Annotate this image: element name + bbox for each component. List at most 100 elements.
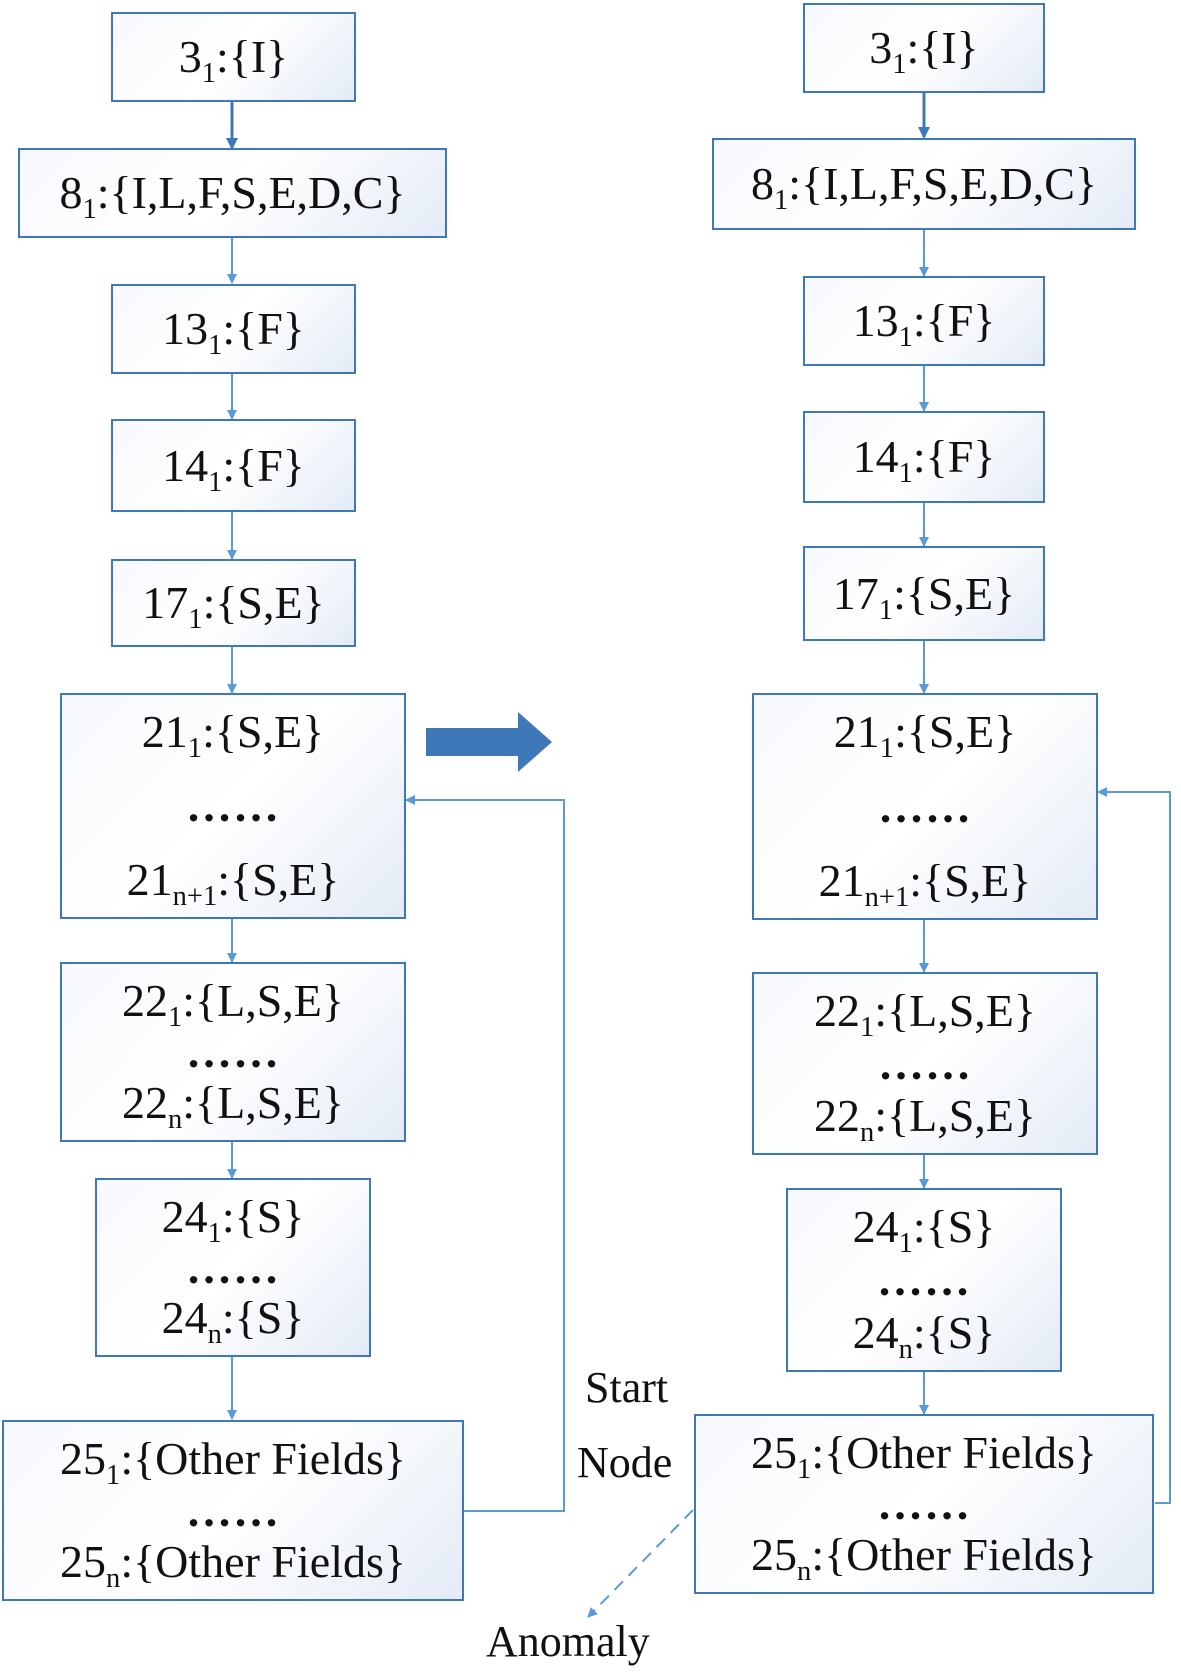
ellipsis: ……: [186, 1484, 280, 1536]
node-number: 14: [852, 431, 899, 482]
node-field-set: :{L,S,E}: [182, 975, 344, 1026]
node-number: 22: [814, 1090, 860, 1141]
node-label: 21n+1:{S,E}: [126, 854, 340, 911]
left-loop-arrow-25-to-21: [405, 795, 565, 1512]
node-field-set: :{L,S,E}: [874, 1090, 1036, 1141]
ellipsis: ……: [186, 1026, 280, 1078]
node-label: 81:{I,L,F,S,E,D,C}: [59, 167, 406, 224]
node-number: 8: [59, 167, 83, 218]
node-number: 8: [750, 158, 774, 209]
left-node-21: 211:{S,E}……21n+1:{S,E}: [60, 693, 406, 919]
node-label: 211:{S,E}: [142, 706, 325, 763]
node-field-set: :{S,E}: [909, 855, 1032, 906]
node-label: 251:{Other Fields}: [751, 1427, 1097, 1484]
ellipsis: ……: [878, 1037, 972, 1089]
node-field-set: :{S,E}: [894, 706, 1017, 757]
node-subscript: 1: [773, 184, 789, 216]
node-field-set: :{Other Fields}: [811, 1427, 1097, 1478]
node-subscript: 1: [208, 329, 223, 361]
node-label: 141:{F}: [162, 439, 305, 496]
node-subscript: 1: [860, 1011, 875, 1043]
node-subscript: 1: [187, 732, 203, 764]
node-number: 24: [852, 1307, 899, 1358]
node-number: 21: [833, 706, 880, 757]
node-label: 131:{F}: [852, 295, 996, 352]
left-node-13: 131:{F}: [111, 284, 356, 374]
node-field-set: :{L,S,E}: [182, 1077, 344, 1128]
node-field-set: :{S}: [221, 1292, 305, 1343]
node-label: 251:{Other Fields}: [60, 1433, 406, 1490]
node-subscript: 1: [208, 466, 223, 498]
left-node-3: 31:{I}: [111, 12, 356, 102]
node-field-set: :{I,L,F,S,E,D,C}: [96, 167, 406, 218]
node-label: 21n+1:{S,E}: [819, 855, 1032, 912]
node-field-set: :{S,E}: [202, 706, 325, 757]
right-node-24: 241:{S}……24n:{S}: [786, 1188, 1062, 1372]
node-subscript: n: [898, 1333, 913, 1365]
node-field-set: :{Other Fields}: [120, 1433, 406, 1484]
right-node-21: 211:{S,E}……21n+1:{S,E}: [752, 693, 1098, 920]
node-subscript: n: [797, 1555, 812, 1587]
node-subscript: 1: [892, 48, 907, 80]
node-number: 22: [122, 1077, 168, 1128]
ellipsis: ……: [877, 1254, 971, 1306]
node-field-set: :{S}: [912, 1201, 996, 1252]
node-subscript: 1: [207, 1217, 222, 1249]
node-field-set: :{F}: [222, 439, 305, 491]
left-node-25: 251:{Other Fields}……25n:{Other Fields}: [2, 1420, 464, 1601]
node-field-set: :{S,E}: [893, 567, 1016, 619]
node-label: 31:{I}: [869, 22, 979, 79]
node-label: 241:{S}: [852, 1201, 996, 1258]
node-label: 81:{I,L,F,S,E,D,C}: [750, 158, 1098, 215]
node-number: 22: [814, 985, 860, 1036]
node-label: 171:{S,E}: [833, 567, 1016, 624]
node-field-set: :{I}: [906, 22, 979, 73]
node-subscript: 1: [106, 1459, 121, 1491]
node-number: 14: [162, 439, 209, 491]
right-node-13: 131:{F}: [803, 276, 1045, 366]
node-number: 25: [751, 1427, 798, 1478]
node-field-set: :{S,E}: [202, 577, 325, 628]
node-field-set: :{I,L,F,S,E,D,C}: [788, 158, 1098, 209]
node-field-set: :{Other Fields}: [120, 1536, 406, 1587]
node-subscript: 1: [201, 57, 216, 89]
ellipsis: ……: [877, 1478, 971, 1530]
node-subscript: 1: [879, 732, 895, 764]
node-field-set: :{F}: [222, 303, 305, 354]
node-subscript: 1: [898, 1227, 913, 1259]
node-number: 13: [852, 295, 899, 346]
node-label: 24n:{S}: [161, 1292, 305, 1349]
ellipsis: ……: [878, 780, 972, 832]
node-subscript: 1: [898, 321, 913, 353]
node-label: 25n:{Other Fields}: [60, 1536, 406, 1593]
transform-arrow-icon: [426, 712, 552, 772]
node-field-set: :{S}: [221, 1191, 305, 1242]
right-node-25: 251:{Other Fields}……25n:{Other Fields}: [694, 1414, 1154, 1594]
left-node-17: 171:{S,E}: [111, 559, 356, 647]
left-node-22: 221:{L,S,E}……22n:{L,S,E}: [60, 962, 406, 1142]
right-node-8: 81:{I,L,F,S,E,D,C}: [712, 138, 1136, 230]
node-subscript: n: [168, 1103, 183, 1135]
node-number: 21: [126, 854, 173, 905]
node-number: 24: [161, 1191, 208, 1242]
node-label: 221:{L,S,E}: [814, 985, 1036, 1042]
node-label: 171:{S,E}: [142, 577, 325, 634]
node-number: 24: [161, 1292, 208, 1343]
node-number: 25: [751, 1529, 798, 1580]
anomaly-dashed-arrow: [587, 1509, 694, 1618]
node-subscript: n: [207, 1318, 222, 1350]
node-subscript: 1: [168, 1001, 183, 1033]
node-number: 25: [60, 1536, 107, 1587]
node-number: 17: [142, 577, 189, 628]
right-node-22: 221:{L,S,E}……22n:{L,S,E}: [752, 972, 1098, 1155]
ellipsis: ……: [186, 1241, 280, 1293]
left-node-8: 81:{I,L,F,S,E,D,C}: [18, 148, 447, 238]
node-subscript: 1: [898, 457, 913, 489]
node-field-set: :{L,S,E}: [874, 985, 1036, 1036]
node-number: 24: [852, 1201, 899, 1252]
node-label: 241:{S}: [161, 1191, 305, 1248]
node-subscript: n: [860, 1116, 875, 1148]
node-number: 3: [178, 31, 202, 82]
right-node-17: 171:{S,E}: [803, 546, 1045, 641]
